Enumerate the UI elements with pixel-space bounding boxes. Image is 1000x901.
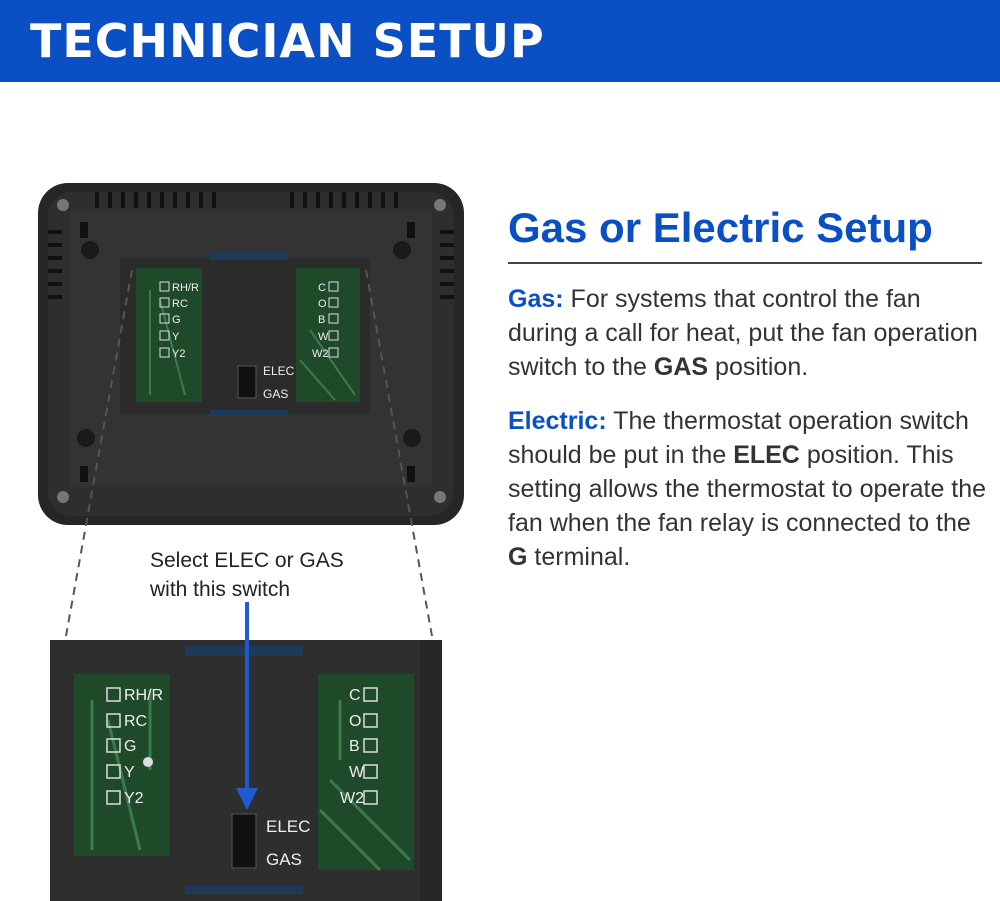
terminal-label-left: G — [172, 314, 181, 326]
switch-caption: Select ELEC or GAS with this switch — [150, 546, 344, 604]
caption-line: Select ELEC or GAS — [150, 549, 344, 572]
terminal-screw-icon — [106, 790, 121, 805]
terminal-screw-icon — [363, 764, 378, 779]
terminal-label-left: RH/R — [124, 687, 163, 704]
terminal-screw-icon — [328, 281, 339, 292]
screw-icon — [57, 491, 69, 503]
terminal-label-right: C — [318, 282, 326, 294]
terminal-screw-icon — [106, 738, 121, 753]
terminal-label-right: B — [349, 738, 360, 755]
switch-label-elec: ELEC — [266, 817, 310, 836]
screw-icon — [434, 491, 446, 503]
caption-line: with this switch — [150, 578, 291, 601]
zoom-guide-lines — [65, 269, 433, 637]
terminal-label-right: O — [318, 298, 327, 310]
terminal-label-left: RH/R — [172, 282, 199, 294]
terminal-label-right: C — [349, 687, 361, 704]
gas-description: Gas: For systems that control the fan du… — [508, 282, 988, 384]
terminal-screw-icon — [159, 281, 170, 292]
gas-text: For systems that control the fan during … — [508, 285, 978, 381]
terminal-label-left: RC — [172, 298, 188, 310]
page-title: TECHNICIAN SETUP — [30, 14, 545, 68]
terminal-screw-icon — [106, 713, 121, 728]
terminal-screw-icon — [159, 313, 170, 324]
terminal-screw-icon — [328, 313, 339, 324]
terminal-screw-icon — [328, 297, 339, 308]
electric-bold: ELEC — [733, 441, 800, 469]
terminal-screw-icon — [328, 330, 339, 341]
gas-text-after: position. — [715, 353, 809, 381]
terminal-screw-icon — [106, 764, 121, 779]
terminal-label-right: W2 — [312, 348, 329, 360]
terminal-screw-icon — [159, 330, 170, 341]
terminal-screw-icon — [363, 738, 378, 753]
gas-lead: Gas: — [508, 285, 564, 313]
electric-bold-g: G — [508, 543, 528, 571]
terminal-label-right: W — [318, 331, 329, 343]
terminal-label-left: Y — [172, 331, 180, 343]
electric-description: Electric: The thermostat operation switc… — [508, 404, 988, 574]
electric-text: The thermostat operation switch should b… — [508, 407, 969, 469]
electric-text-middle: position. This setting allows the thermo… — [508, 441, 987, 537]
terminal-screw-icon — [328, 347, 339, 358]
gas-bold: GAS — [653, 353, 709, 381]
header-banner: TECHNICIAN SETUP — [0, 0, 1000, 82]
terminal-screw-icon — [159, 347, 170, 358]
terminal-label-left: RC — [124, 713, 147, 730]
terminal-label-right: W — [349, 764, 365, 781]
switch-label-gas: GAS — [266, 850, 302, 869]
terminal-screw-icon — [159, 297, 170, 308]
terminal-screw-icon — [363, 687, 378, 702]
title-divider — [508, 262, 982, 264]
electric-lead: Electric: — [508, 407, 607, 435]
terminal-label-right: O — [349, 713, 361, 730]
terminal-label-right: W2 — [340, 790, 364, 807]
switch-label-elec: ELEC — [263, 364, 295, 378]
screw-icon — [57, 199, 69, 211]
terminal-label-left: G — [124, 738, 136, 755]
terminal-label-left: Y2 — [172, 348, 185, 360]
thermostat-illustration: RH/R RC G Y Y2 C O B W W2 ELEC GAS — [38, 183, 464, 901]
terminal-label-right: B — [318, 314, 325, 326]
switch-label-gas: GAS — [263, 387, 288, 401]
terminal-label-left: Y — [124, 764, 135, 781]
terminal-screw-icon — [106, 687, 121, 702]
arrow-down-icon — [236, 602, 258, 810]
terminal-screw-icon — [363, 790, 378, 805]
terminal-screw-icon — [363, 713, 378, 728]
screw-icon — [434, 199, 446, 211]
electric-text-after: terminal. — [534, 543, 631, 571]
section-title: Gas or Electric Setup — [508, 204, 933, 251]
thermostat-back-plate — [38, 183, 464, 525]
terminal-label-left: Y2 — [124, 790, 144, 807]
